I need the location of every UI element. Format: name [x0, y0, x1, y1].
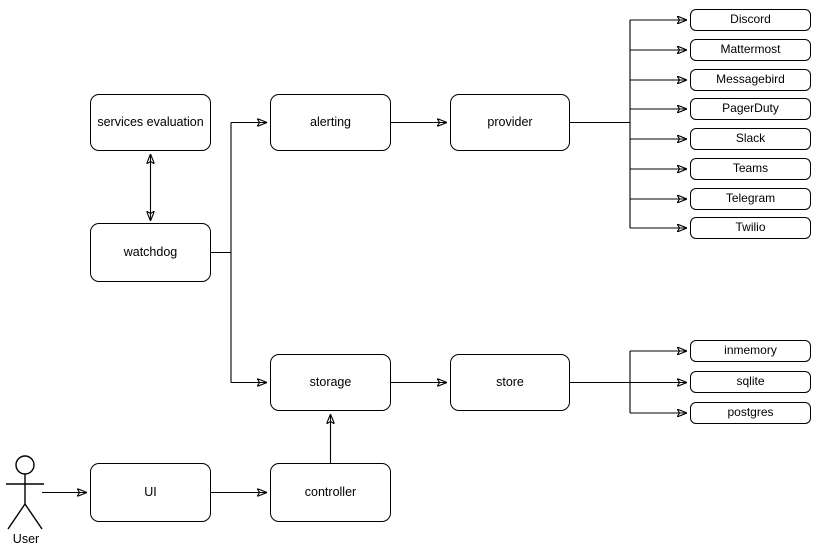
- node-discord-label: Discord: [730, 12, 771, 27]
- node-twilio-label: Twilio: [735, 220, 766, 235]
- node-watchdog-label: watchdog: [123, 244, 178, 259]
- node-teams[interactable]: Teams: [690, 158, 811, 180]
- actor-head-icon: [15, 455, 35, 475]
- node-messagebird-label: Messagebird: [716, 72, 785, 87]
- node-teams-label: Teams: [732, 161, 769, 176]
- actor-left-leg-line: [7, 503, 26, 530]
- node-postgres[interactable]: postgres: [690, 402, 811, 424]
- node-alerting[interactable]: alerting: [270, 94, 391, 151]
- node-store[interactable]: store: [450, 354, 570, 411]
- node-slack-label: Slack: [735, 131, 766, 146]
- node-mattermost-label: Mattermost: [720, 42, 781, 57]
- node-storage-label: storage: [309, 374, 352, 389]
- node-controller-label: controller: [304, 484, 357, 499]
- node-messagebird[interactable]: Messagebird: [690, 69, 811, 91]
- node-discord[interactable]: Discord: [690, 9, 811, 31]
- node-inmemory-label: inmemory: [724, 343, 777, 358]
- node-services-evaluation-label: services evaluation: [97, 114, 204, 129]
- node-storage[interactable]: storage: [270, 354, 391, 411]
- node-sqlite-label: sqlite: [736, 374, 765, 389]
- actor-right-leg-line: [24, 503, 43, 530]
- node-ui[interactable]: UI: [90, 463, 211, 522]
- node-store-label: store: [496, 374, 524, 389]
- node-inmemory[interactable]: inmemory: [690, 340, 811, 362]
- node-sqlite[interactable]: sqlite: [690, 371, 811, 393]
- node-alerting-label: alerting: [310, 114, 351, 129]
- node-provider[interactable]: provider: [450, 94, 570, 151]
- node-ui-label: UI: [144, 484, 157, 499]
- node-mattermost[interactable]: Mattermost: [690, 39, 811, 61]
- node-twilio[interactable]: Twilio: [690, 217, 811, 239]
- node-telegram[interactable]: Telegram: [690, 188, 811, 210]
- node-slack[interactable]: Slack: [690, 128, 811, 150]
- node-pagerduty[interactable]: PagerDuty: [690, 98, 811, 120]
- node-provider-label: provider: [487, 114, 533, 129]
- node-controller[interactable]: controller: [270, 463, 391, 522]
- node-postgres-label: postgres: [727, 405, 774, 420]
- node-pagerduty-label: PagerDuty: [722, 101, 779, 116]
- node-watchdog[interactable]: watchdog: [90, 223, 211, 282]
- node-services-evaluation[interactable]: services evaluation: [90, 94, 211, 151]
- node-telegram-label: Telegram: [725, 191, 776, 206]
- actor-user-label: User: [12, 532, 40, 546]
